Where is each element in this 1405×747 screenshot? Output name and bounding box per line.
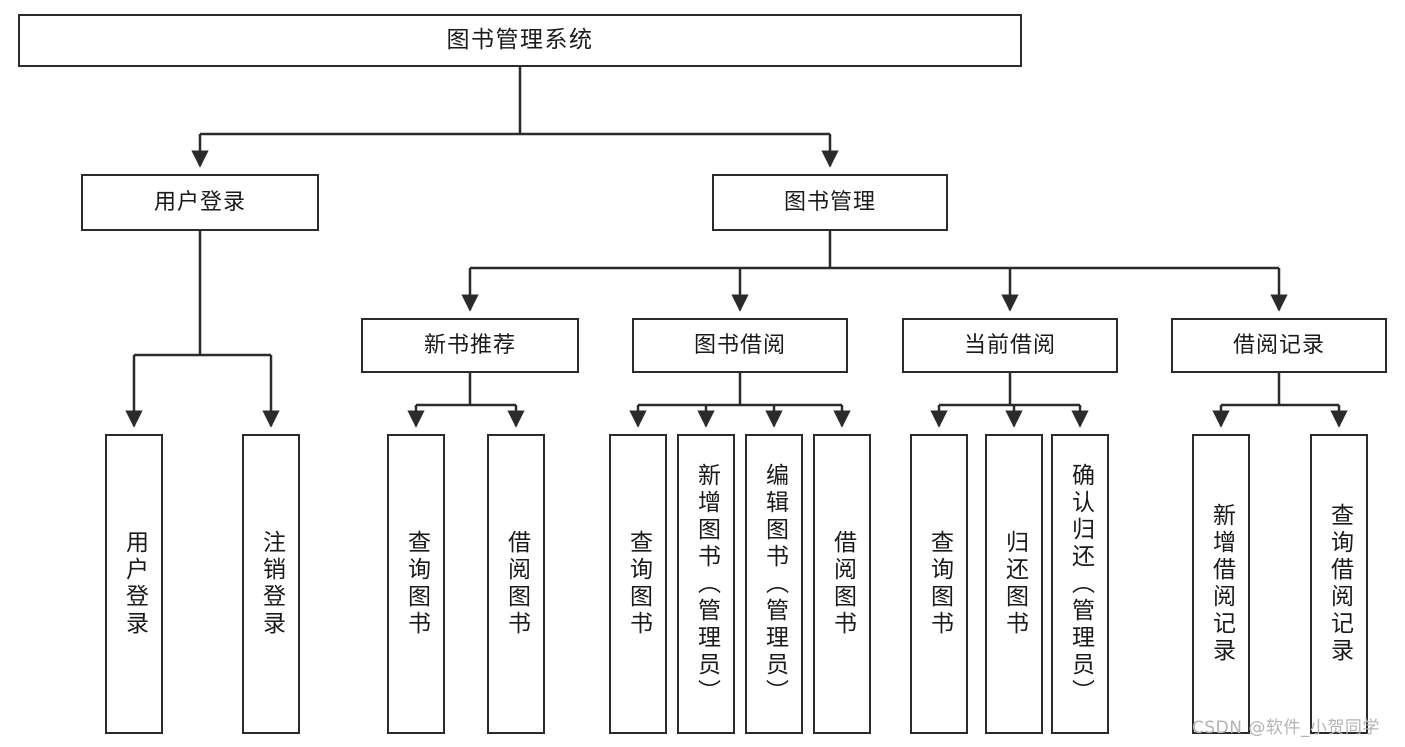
edge-user-login-to-leaves	[125, 231, 280, 428]
node-leaf-borrow-book-2[interactable]: 借阅图书	[813, 434, 871, 734]
node-leaf-logout-label: 注销登录	[258, 530, 285, 638]
edge-current-borrow-to-leaves	[930, 373, 1089, 428]
csdn-watermark: CSDN @软件_小贺同学	[1192, 718, 1380, 738]
node-leaf-query-borrow-record[interactable]: 查询借阅记录	[1310, 434, 1368, 734]
node-leaf-add-book[interactable]: 新增图书（管理员）	[677, 434, 735, 734]
node-leaf-add-borrow-record-label: 新增借阅记录	[1208, 503, 1235, 665]
edge-root-to-level1	[191, 67, 839, 168]
node-leaf-query-book-2-label: 查询图书	[625, 530, 652, 638]
node-leaf-add-borrow-record[interactable]: 新增借阅记录	[1192, 434, 1250, 734]
node-leaf-borrow-book-1[interactable]: 借阅图书	[487, 434, 545, 734]
node-leaf-user-login-label: 用户登录	[121, 530, 148, 638]
node-book-manage[interactable]: 图书管理	[712, 174, 948, 231]
node-current-borrow-label: 当前借阅	[963, 332, 1056, 358]
node-leaf-query-book-3[interactable]: 查询图书	[910, 434, 968, 734]
node-user-login-label: 用户登录	[153, 189, 246, 215]
node-leaf-return-book[interactable]: 归还图书	[985, 434, 1043, 734]
node-new-book-recommend[interactable]: 新书推荐	[361, 318, 579, 373]
node-leaf-user-login[interactable]: 用户登录	[105, 434, 163, 734]
node-leaf-add-book-label: 新增图书（管理员）	[693, 462, 720, 706]
node-leaf-borrow-book-2-label: 借阅图书	[829, 530, 856, 638]
edge-book-manage-to-level2	[461, 231, 1288, 312]
node-book-manage-label: 图书管理	[783, 189, 876, 215]
node-root-label: 图书管理系统	[446, 27, 594, 54]
node-leaf-query-book-2[interactable]: 查询图书	[609, 434, 667, 734]
node-leaf-logout[interactable]: 注销登录	[242, 434, 300, 734]
node-leaf-return-book-label: 归还图书	[1001, 530, 1028, 638]
node-leaf-confirm-return-label: 确认归还（管理员）	[1067, 462, 1094, 706]
node-borrow-record-label: 借阅记录	[1232, 332, 1325, 358]
node-leaf-confirm-return[interactable]: 确认归还（管理员）	[1051, 434, 1109, 734]
edge-book-borrow-to-leaves	[629, 373, 851, 428]
node-leaf-query-book-3-label: 查询图书	[926, 530, 953, 638]
edge-borrow-record-to-leaves	[1212, 373, 1348, 428]
node-root[interactable]: 图书管理系统	[18, 14, 1022, 67]
node-leaf-query-book-1[interactable]: 查询图书	[387, 434, 445, 734]
node-leaf-edit-book[interactable]: 编辑图书（管理员）	[745, 434, 803, 734]
node-leaf-edit-book-label: 编辑图书（管理员）	[761, 462, 788, 706]
node-book-borrow-label: 图书借阅	[693, 332, 786, 358]
node-leaf-borrow-book-1-label: 借阅图书	[503, 530, 530, 638]
node-leaf-query-book-1-label: 查询图书	[403, 530, 430, 638]
node-user-login[interactable]: 用户登录	[81, 174, 319, 231]
node-book-borrow[interactable]: 图书借阅	[632, 318, 848, 373]
node-leaf-query-borrow-record-label: 查询借阅记录	[1326, 503, 1353, 665]
node-current-borrow[interactable]: 当前借阅	[902, 318, 1118, 373]
node-new-book-recommend-label: 新书推荐	[423, 332, 516, 358]
edge-new-book-rec-to-leaves	[407, 373, 525, 428]
node-borrow-record[interactable]: 借阅记录	[1171, 318, 1387, 373]
